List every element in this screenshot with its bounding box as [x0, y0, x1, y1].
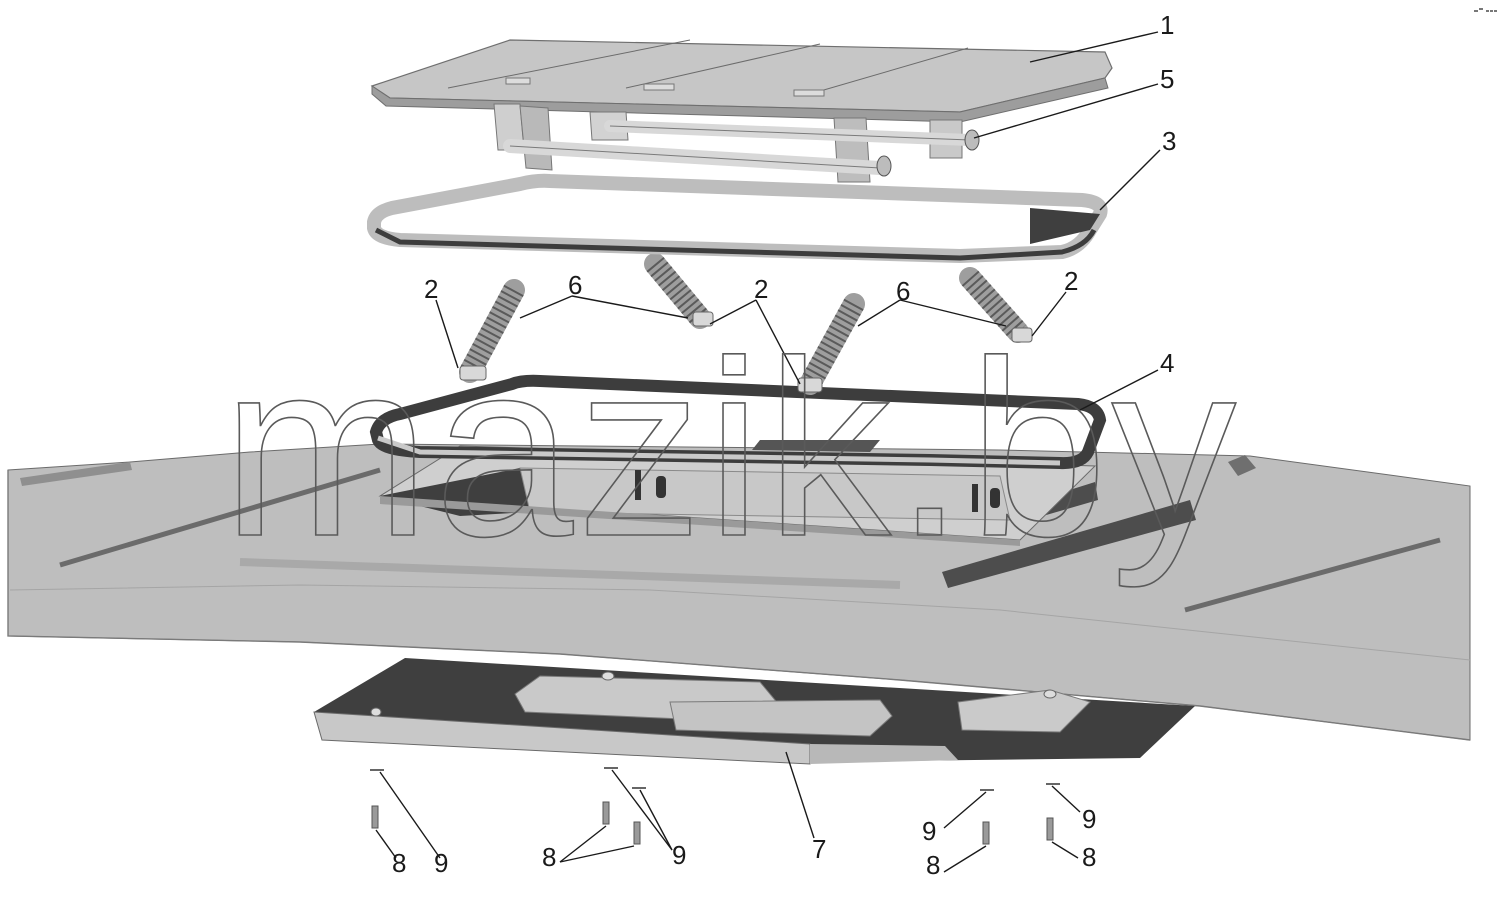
- callout-9-a: 9: [434, 848, 448, 878]
- washers-9: [370, 767, 1060, 791]
- spring-center-left: [644, 253, 714, 329]
- callout-6-right: 6: [896, 276, 910, 306]
- inner-trim-frame-7: [313, 658, 1195, 765]
- lower-seal-frame-4: [369, 374, 1107, 470]
- corner-mark-icon: [1474, 8, 1497, 12]
- callout-8-c: 8: [926, 850, 940, 880]
- callout-8-a: 8: [392, 848, 406, 878]
- screws-8: [371, 801, 1054, 845]
- callout-9-c: 9: [922, 816, 936, 846]
- watermark-text: mazik.by: [222, 309, 1240, 588]
- callout-7: 7: [812, 834, 826, 864]
- callout-9-b: 9: [672, 840, 686, 870]
- callout-9-d: 9: [1082, 804, 1096, 834]
- spring-left: [459, 279, 525, 383]
- hinge-bracket-assembly: [493, 103, 980, 183]
- upper-seal-frame-3: [367, 173, 1108, 264]
- roof-panel: [7, 443, 1471, 741]
- callout-2-center: 2: [754, 274, 768, 304]
- callout-labels: 1 5 3 2 6 2 6 2 4 7 8 9 8 9 9 8 9 8: [392, 10, 1176, 880]
- callout-2-left: 2: [424, 274, 438, 304]
- callout-2-right: 2: [1064, 266, 1078, 296]
- callout-8-b: 8: [542, 842, 556, 872]
- callout-5: 5: [1160, 64, 1174, 94]
- hatch-cover-1: [370, 39, 1113, 123]
- spring-center-right: [797, 293, 865, 395]
- callout-6-left: 6: [568, 270, 582, 300]
- spring-right: [959, 267, 1033, 343]
- callout-1: 1: [1160, 10, 1174, 40]
- callout-4: 4: [1160, 348, 1174, 378]
- latch-clip: [635, 470, 1000, 512]
- leader-lines: [375, 31, 1161, 873]
- callout-3: 3: [1162, 126, 1176, 156]
- callout-8-d: 8: [1082, 842, 1096, 872]
